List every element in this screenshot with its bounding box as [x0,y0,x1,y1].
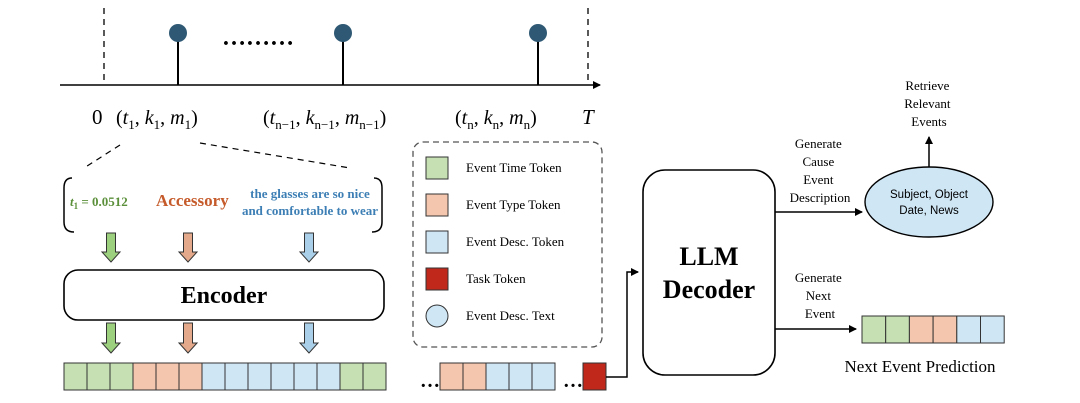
arrow-type-to-sequence [177,322,199,354]
seq-desc-token [316,362,341,391]
event-stem-2 [334,24,352,85]
example-desc-line-2: and comfortable to wear [242,203,378,218]
task-to-decoder-connector [606,268,639,378]
zoom-line-right [199,142,351,169]
legend-label: Event Type Token [466,197,561,212]
legend-swatch-desc [425,230,449,254]
legend-swatch-time [425,156,449,180]
event-tuple-n: (tn, kn, mn) [455,107,537,132]
seq-time-token [63,362,88,391]
timeline: ……… 0 T (t1, k1, m1) (tn−1, kn−1, mn−1) … [60,8,601,132]
legend-label: Event Desc. Text [466,308,555,323]
event-stem-head [529,24,547,42]
legend-label: Task Token [466,271,526,286]
seq-type-token [439,362,464,391]
retrieve-label: Retrieve Relevant Events [904,78,953,129]
seq-type-token [155,362,180,391]
seq-desc-token [485,362,510,391]
next-time-token [861,315,887,344]
seq-desc-token [201,362,226,391]
arrow-desc-to-encoder [298,232,320,263]
event-stem-1 [169,24,187,85]
arrow-type-to-encoder [177,232,199,263]
sequence-ellipsis-2: … [563,370,583,392]
next-time-token [885,315,910,344]
legend-swatch-task [425,267,449,291]
next-desc-token [980,315,1005,344]
event-stem-head [334,24,352,42]
next-type-token [908,315,934,344]
timeline-origin-label: 0 [92,105,103,129]
seq-desc-token [247,362,272,391]
zoom-line-left [83,144,121,169]
timeline-ellipsis: ……… [222,25,294,51]
seq-type-token [462,362,487,391]
input-arrows [100,232,320,263]
seq-desc-token [531,362,556,391]
legend-box [412,141,603,348]
legend-swatch-type [425,193,449,217]
seq-time-token [86,362,111,391]
token-sequence [63,362,607,391]
seq-desc-token [508,362,533,391]
next-desc-token [956,315,981,344]
llm-decoder-box [642,169,776,376]
output-arrows [100,322,320,354]
next-event-caption: Next Event Prediction [844,357,996,376]
example-event-type: Accessory [156,191,229,210]
sequence-ellipsis-1: … [420,370,440,392]
seq-desc-token [224,362,249,391]
cause-ellipse-line-2: Date, News [899,205,959,217]
seq-task-token [582,362,607,391]
event-example: t1 = 0.0512 Accessory the glasses are so… [63,177,383,233]
seq-desc-token [293,362,318,391]
event-stem-3 [529,24,547,85]
example-brace-left [63,177,75,233]
next-event-tokens [861,315,1005,344]
cause-label: Generate Cause Event Description [790,136,851,205]
legend-label: Event Desc. Token [466,234,565,249]
timeline-end-label: T [582,105,595,129]
next-type-token [932,315,958,344]
event-tuple-n-minus-1: (tn−1, kn−1, mn−1) [263,107,386,132]
seq-type-token [178,362,203,391]
seq-time-token [109,362,134,391]
seq-time-token [362,362,387,391]
event-tuple-1: (t1, k1, m1) [116,107,198,132]
legend-label: Event Time Token [466,160,562,175]
seq-type-token [132,362,157,391]
cause-info-ellipse [864,166,994,238]
example-desc-line-1: the glasses are so nice [250,186,370,201]
cause-ellipse-line-1: Subject, Object [890,189,969,201]
cause-branch: Generate Cause Event Description Subject… [775,78,994,238]
decoder-label-line-2: Decoder [663,275,755,304]
decoder-label-line-1: LLM [679,242,738,271]
arrow-time-to-encoder [100,232,122,263]
arrow-time-to-sequence [100,322,122,354]
seq-time-token [339,362,364,391]
seq-desc-token [270,362,295,391]
legend-swatch-circle [425,304,449,328]
next-event-label: Generate Next Event [795,270,845,321]
encoder-box [63,269,385,321]
encoder-label: Encoder [181,283,268,309]
arrow-desc-to-sequence [298,322,320,354]
example-brace-right [371,177,383,233]
event-stem-head [169,24,187,42]
example-time-value: t1 = 0.0512 [70,194,128,211]
next-event-branch: Generate Next Event Next Event Predictio… [775,270,1005,376]
